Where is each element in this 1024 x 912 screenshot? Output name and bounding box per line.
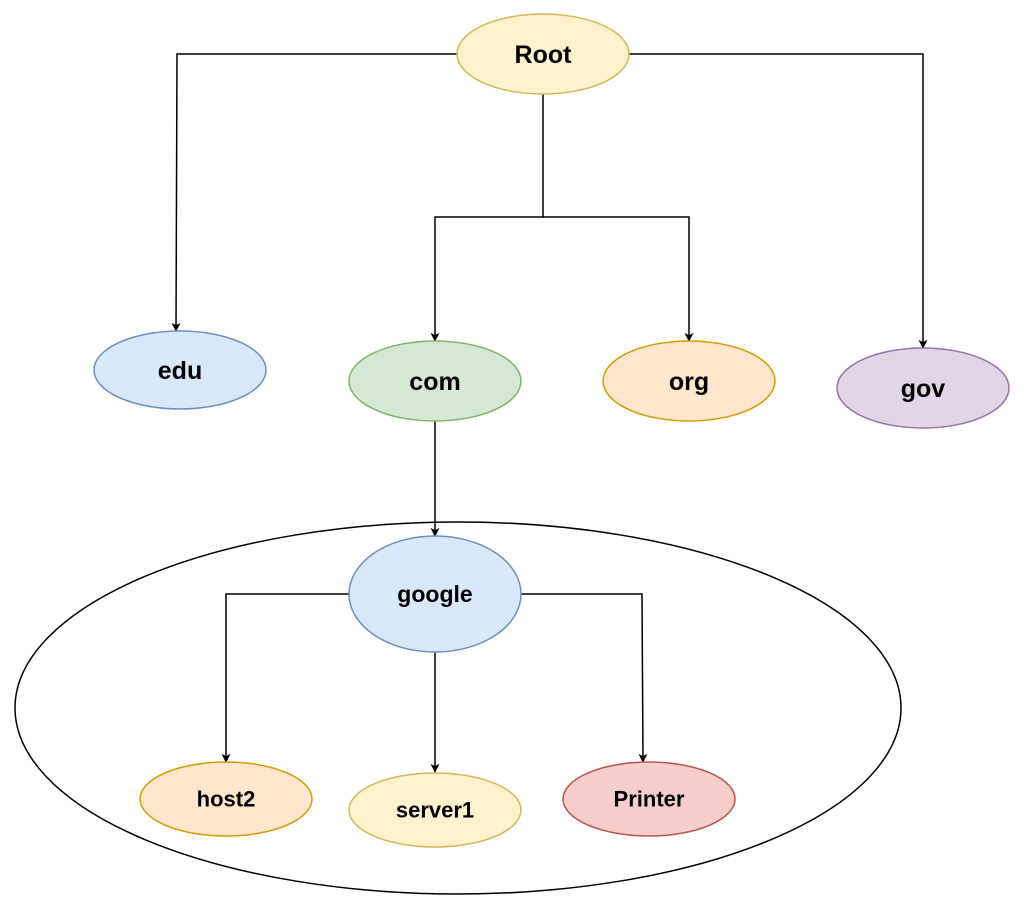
edu-node-label: edu xyxy=(158,357,202,385)
gov-node-shape xyxy=(836,347,1010,429)
node-host2: host2 xyxy=(139,761,313,837)
google-node-label: google xyxy=(397,581,472,607)
node-org: org xyxy=(602,340,776,422)
org-node-label: org xyxy=(669,368,709,396)
google-node-shape xyxy=(348,535,522,653)
host2-node-shape xyxy=(139,761,313,837)
node-printer: Printer xyxy=(562,761,736,837)
node-com: com xyxy=(348,340,522,422)
node-gov: gov xyxy=(836,347,1010,429)
google-zone-boundary xyxy=(14,521,902,895)
edge-google-printer xyxy=(521,593,648,763)
node-edu: edu xyxy=(93,330,267,410)
edu-node-shape xyxy=(93,330,267,410)
edge-root-gov xyxy=(629,53,928,349)
server1-node-shape xyxy=(348,772,522,848)
root-node-shape xyxy=(456,13,630,95)
node-google: google xyxy=(348,535,522,653)
edges xyxy=(171,53,928,773)
com-node-label: com xyxy=(409,368,460,396)
edge-root-com xyxy=(430,94,544,342)
server1-node-label: server1 xyxy=(396,798,474,823)
host2-node-label: host2 xyxy=(197,787,256,812)
edge-google-host2 xyxy=(221,593,349,763)
com-node-shape xyxy=(348,340,522,422)
edge-root-edu xyxy=(171,53,458,332)
printer-node-label: Printer xyxy=(614,787,685,812)
root-node-label: Root xyxy=(515,41,573,69)
edge-root-org xyxy=(543,216,694,342)
printer-node-shape xyxy=(562,761,736,837)
org-node-shape xyxy=(602,340,776,422)
gov-node-label: gov xyxy=(901,375,946,403)
node-root: Root xyxy=(456,13,630,95)
node-server1: server1 xyxy=(348,772,522,848)
